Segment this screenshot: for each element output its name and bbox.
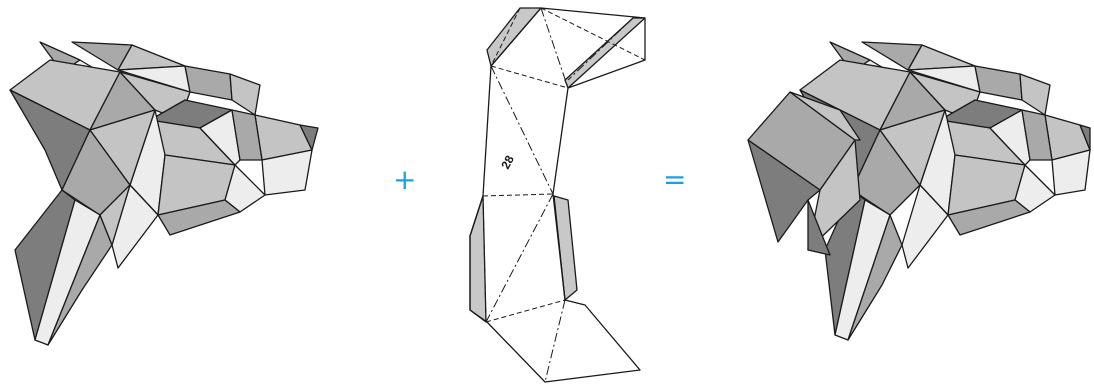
snout-face: [261, 149, 313, 196]
fold-line: [567, 17, 634, 81]
neck-face: [99, 184, 131, 246]
forehead-face: [1019, 73, 1051, 116]
fold-line: [490, 65, 569, 89]
equals-operator: =: [663, 163, 687, 196]
attached-flap-face: [789, 91, 861, 141]
snout-face: [1051, 149, 1091, 196]
fold-line: [490, 65, 554, 195]
wolf-head-model-before: [9, 41, 319, 346]
snout-face: [1079, 124, 1091, 151]
fold-line: [485, 299, 566, 323]
forehead-face: [184, 65, 233, 101]
fold-line: [553, 195, 566, 301]
cheek-face: [947, 199, 1031, 236]
plus-operator: +: [393, 163, 417, 196]
side-face: [89, 109, 156, 186]
side-face: [879, 109, 946, 186]
fold-line: [544, 299, 566, 383]
fold-line: [482, 193, 554, 197]
forehead-face: [974, 65, 1023, 101]
fold-line: [490, 7, 521, 67]
glue-tab: [553, 195, 578, 301]
glue-tab: [564, 17, 646, 89]
neck-face: [901, 184, 949, 269]
net-outline: [469, 7, 646, 383]
neck-face: [847, 214, 903, 341]
paper-net-part: 28: [469, 7, 646, 383]
fold-line: [485, 193, 554, 323]
fold-line: [540, 7, 646, 61]
part-number: 28: [498, 153, 517, 172]
forehead-face: [229, 73, 261, 116]
fold-line: [540, 7, 569, 89]
cheek-face: [157, 199, 241, 236]
fold-line: [482, 195, 487, 323]
snout-face: [299, 124, 319, 151]
wolf-head-model-after: [747, 41, 1091, 341]
attached-flap-face: [807, 199, 831, 256]
